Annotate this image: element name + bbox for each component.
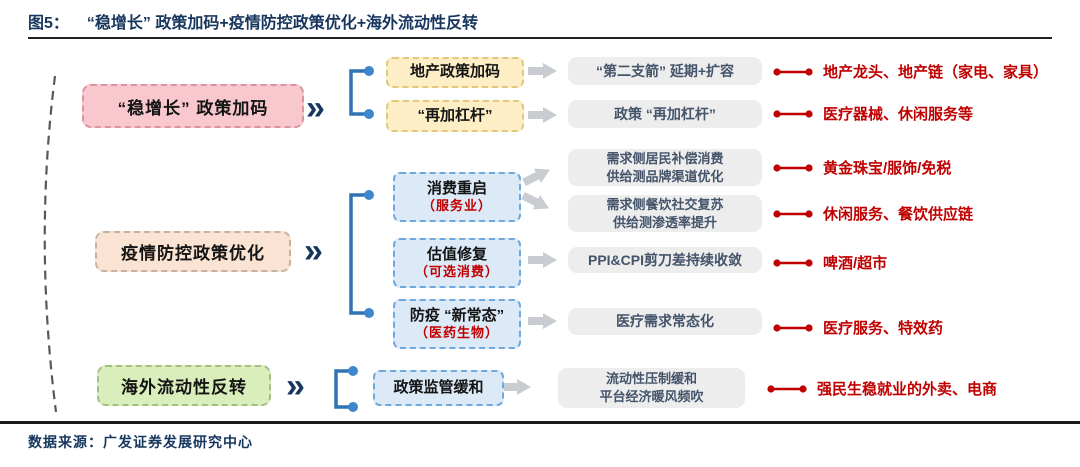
- beneficiary-row: 休闲服务、餐饮供应链: [772, 203, 973, 224]
- driver-box: “再加杠杆”: [386, 100, 524, 132]
- driver-label: 政策监管缓和: [393, 378, 484, 396]
- driver-label: 防疫 “新常态”: [409, 306, 505, 324]
- beneficiary-row: 医疗器械、休闲服务等: [772, 103, 973, 124]
- dumbbell-connector-icon: [773, 209, 813, 218]
- driver-label: 估值修复: [426, 245, 487, 263]
- dumbbell-connector-icon: [773, 163, 813, 172]
- mechanism-text: 需求侧餐饮社交复苏: [606, 196, 724, 212]
- mechanism-text: 需求侧居民补偿消费: [606, 150, 724, 166]
- mechanism-box: 流动性压制缓和 平台经济暖风频吹: [558, 368, 745, 408]
- driver-box: 消费重启 （服务业）: [393, 172, 521, 222]
- double-chevron-icon: »: [304, 232, 323, 270]
- double-chevron-icon: »: [286, 367, 305, 405]
- figure-title: “稳增长” 政策加码+疫情防控政策优化+海外流动性反转: [86, 15, 479, 32]
- footer-divider: [0, 421, 1080, 424]
- beneficiary-row: 啤酒/超市: [772, 252, 887, 273]
- driver-box: 估值修复 （可选消费）: [393, 238, 521, 288]
- flow-arrow-icon: [528, 252, 557, 268]
- flow-arrow-icon: [528, 63, 557, 79]
- header-divider: [28, 37, 1052, 39]
- flow-arrow-icon: [528, 313, 557, 329]
- driver-box: 地产政策加码: [386, 57, 524, 88]
- beneficiary-text: 地产龙头、地产链（家电、家具）: [823, 64, 1049, 81]
- driver-sublabel: （服务业）: [421, 198, 492, 214]
- group2-label-box: 疫情防控政策优化: [95, 231, 291, 272]
- bracket-connector-group1: [349, 66, 374, 119]
- flow-arrow-down-icon: [521, 192, 550, 210]
- dumbbell-connector-icon: [767, 384, 807, 393]
- flow-arrow-icon: [502, 379, 531, 395]
- dumbbell-connector-icon: [773, 109, 813, 118]
- mechanism-text: 医疗需求常态化: [616, 313, 714, 330]
- mechanism-text: 供给测渗透率提升: [612, 214, 717, 230]
- mechanism-box: PPI&CPI剪刀差持续收敛: [568, 247, 762, 273]
- driver-sublabel: （医药生物）: [414, 325, 499, 341]
- driver-sublabel: （可选消费）: [414, 264, 499, 280]
- mechanism-text: 平台经济暖风频吹: [599, 389, 704, 404]
- driver-label: 地产政策加码: [409, 63, 500, 81]
- mechanism-text: 供给测品牌渠道优化: [606, 168, 724, 184]
- mechanism-text: PPI&CPI剪刀差持续收敛: [587, 251, 742, 268]
- group1-label-box: “稳增长” 政策加码: [82, 84, 304, 128]
- mechanism-box: “第二支箭” 延期+扩容: [568, 57, 762, 85]
- data-source: 数据来源：广发证券发展研究中心: [28, 434, 253, 450]
- bracket-connector-group2: [349, 190, 374, 318]
- beneficiary-text: 黄金珠宝/服饰/免税: [823, 160, 952, 177]
- mechanism-text: 流动性压制缓和: [605, 371, 697, 387]
- beneficiary-row: 强民生稳就业的外卖、电商: [766, 378, 997, 399]
- beneficiary-text: 医疗服务、特效药: [823, 320, 944, 337]
- double-chevron-icon: »: [306, 89, 325, 127]
- group3-label: 海外流动性反转: [121, 378, 247, 397]
- beneficiary-row: 医疗服务、特效药: [772, 317, 943, 338]
- figure-label: 图5：: [28, 15, 69, 32]
- beneficiary-text: 休闲服务、餐饮供应链: [823, 206, 974, 223]
- driver-label: “再加杠杆”: [417, 106, 493, 124]
- mechanism-box: 需求侧居民补偿消费 供给测品牌渠道优化: [568, 149, 762, 186]
- group1-label: “稳增长” 政策加码: [117, 98, 269, 118]
- dumbbell-connector-icon: [773, 67, 813, 76]
- group3-label-box: 海外流动性反转: [97, 365, 271, 406]
- beneficiary-text: 强民生稳就业的外卖、电商: [817, 381, 998, 398]
- group2-label: 疫情防控政策优化: [121, 244, 265, 263]
- left-dashed-brace: [43, 75, 58, 413]
- dumbbell-connector-icon: [773, 323, 813, 332]
- bracket-connector-group3: [334, 366, 358, 412]
- driver-box: 防疫 “新常态” （医药生物）: [393, 299, 521, 349]
- beneficiary-row: 黄金珠宝/服饰/免税: [772, 157, 951, 178]
- figure-header: 图5： “稳增长” 政策加码+疫情防控政策优化+海外流动性反转: [28, 9, 478, 33]
- mechanism-text: 政策 “再加杠杆”: [614, 105, 716, 122]
- mechanism-box: 医疗需求常态化: [568, 308, 762, 335]
- driver-label: 消费重启: [426, 179, 487, 197]
- mechanism-box: 政策 “再加杠杆”: [568, 100, 762, 128]
- mechanism-text: “第二支箭” 延期+扩容: [595, 62, 735, 79]
- flow-arrow-icon: [528, 107, 557, 123]
- mechanism-box: 需求侧餐饮社交复苏 供给测渗透率提升: [568, 195, 762, 232]
- driver-box: 政策监管缓和: [373, 370, 504, 406]
- beneficiary-row: 地产龙头、地产链（家电、家具）: [772, 61, 1048, 82]
- beneficiary-text: 啤酒/超市: [823, 255, 888, 272]
- flow-arrow-up-icon: [522, 168, 551, 186]
- beneficiary-text: 医疗器械、休闲服务等: [823, 106, 974, 123]
- dumbbell-connector-icon: [773, 258, 813, 267]
